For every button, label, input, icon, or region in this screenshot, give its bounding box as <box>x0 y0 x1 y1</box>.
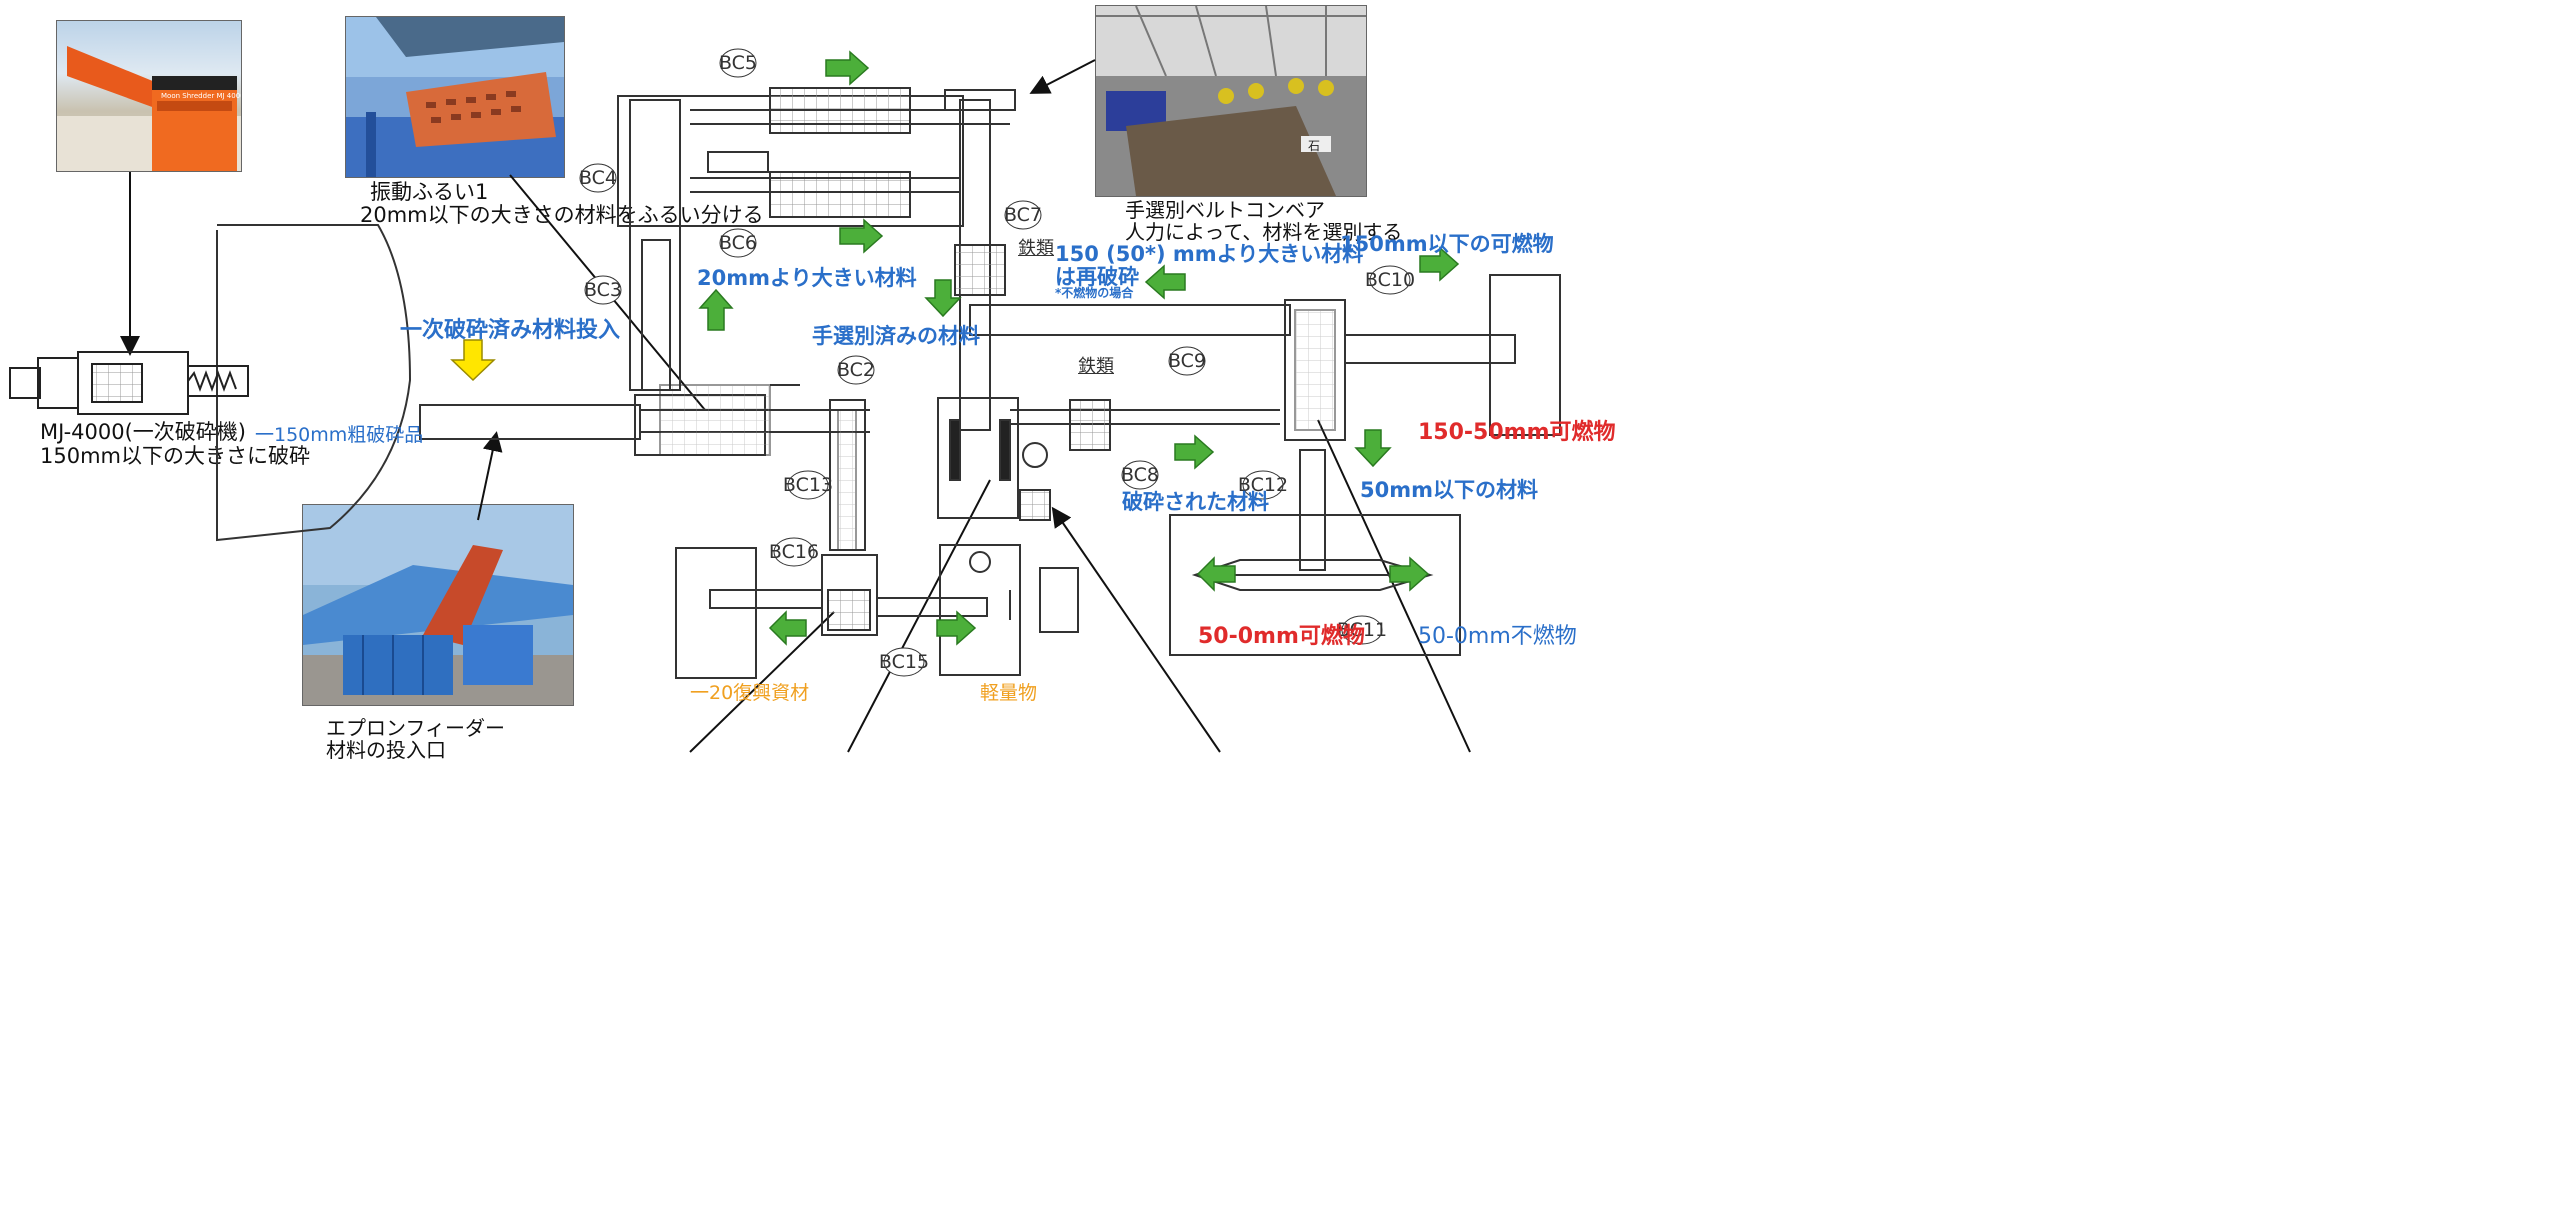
green-arrow-right-icon <box>1174 434 1215 470</box>
bc2-label: BC2 <box>837 359 875 381</box>
bc5-tag <box>719 48 757 78</box>
bc16-label: BC16 <box>769 541 819 563</box>
sorting-sign-text: 石 <box>1308 139 1320 153</box>
output-lightweight: 軽量物 <box>980 682 1038 704</box>
bc2-tag <box>837 355 875 385</box>
feeder-caption-title: エプロンフィーダー <box>326 716 505 740</box>
sorting-caption-desc: 人力によって、材料を選別する <box>1125 220 1403 244</box>
green-arrow-left-icon <box>1196 556 1236 592</box>
primary-crusher-drawing <box>9 351 249 415</box>
hand-sorted-label: 手選別済みの材料 <box>812 324 980 348</box>
bc5-label: BC5 <box>719 52 757 74</box>
crushed-material-label: 破砕された材料 <box>1122 490 1269 514</box>
under-50mm-label: 50mm以下の材料 <box>1360 478 1538 502</box>
leader-bottom-3 <box>1051 506 1221 753</box>
green-arrow-left-icon <box>768 610 807 646</box>
green-arrow-up-icon <box>698 288 734 331</box>
output-recycled-material: 一20復興資材 <box>690 682 810 704</box>
leader-sorting <box>1029 59 1096 94</box>
crusher-caption-desc: 150mm以下の大きさに破砕 <box>40 444 310 468</box>
bc11-label: BC11 <box>1337 619 1387 641</box>
leader-feeder <box>477 431 503 521</box>
bc12-label: BC12 <box>1238 474 1288 496</box>
green-arrow-right-icon <box>825 50 870 86</box>
photo-primary-shredder: Moon Shredder MJ 4000 S <box>56 20 242 172</box>
bc8-label: BC8 <box>1121 464 1159 486</box>
over-20mm-label: 20mmより大きい材料 <box>697 266 917 290</box>
feeder-illustration <box>303 505 573 705</box>
green-arrow-left-icon <box>1144 264 1186 300</box>
green-arrow-right-icon <box>1419 246 1460 282</box>
leader-bottom-1 <box>689 611 835 753</box>
bc3-label: BC3 <box>584 279 622 301</box>
crusher-caption-title: MJ-4000(一次破砕機) <box>40 420 246 444</box>
bc16-tag <box>773 537 815 567</box>
shredder-brand-text: Moon Shredder MJ 4000 S <box>161 92 241 100</box>
green-arrow-right-icon <box>936 610 977 646</box>
output-50-0-combustible: 50-0mm可燃物 <box>1198 624 1365 649</box>
sorting-caption-title: 手選別ベルトコンベア <box>1125 198 1325 222</box>
noncombustible-note: *不燃物の場合 <box>1055 286 1134 300</box>
under-150mm-combustible-label: 150mm以下の可燃物 <box>1340 232 1554 256</box>
coarse-product-label: 一150mm粗破砕品 <box>255 424 424 446</box>
photo-hand-sorting: 石 <box>1095 5 1367 197</box>
bc13-label: BC13 <box>783 474 833 496</box>
bc15-label: BC15 <box>879 651 929 673</box>
output-150-50-combustible: 150-50mm可燃物 <box>1418 420 1616 445</box>
bc6-label: BC6 <box>719 232 757 254</box>
green-arrow-down-icon <box>924 279 962 318</box>
bc13-tag <box>787 470 829 500</box>
primary-input-label: 一次破砕済み材料投入 <box>400 318 621 343</box>
bc4-tag <box>579 163 617 193</box>
bc11-tag <box>1341 615 1383 645</box>
bc10-tag <box>1369 265 1411 295</box>
yellow-arrow-down-icon <box>450 339 496 382</box>
conveyor-tags <box>579 48 1411 677</box>
iron-label-upper: 鉄類 <box>1018 238 1054 259</box>
screen-caption-title: 振動ふるい1 <box>370 180 489 204</box>
photo-apron-feeder <box>302 504 574 706</box>
bc9-label: BC9 <box>1168 350 1206 372</box>
recrush-label: は再破砕 <box>1055 265 1139 289</box>
bc6-tag <box>719 228 757 258</box>
green-arrow-down-icon <box>1354 429 1392 468</box>
green-arrow-right-icon <box>1389 556 1430 592</box>
bc7-label: BC7 <box>1004 204 1042 226</box>
screen-caption-desc: 20mm以下の大きさの材料をふるい分ける <box>360 203 764 227</box>
hopper-outline <box>216 224 412 542</box>
bc8-tag <box>1121 460 1159 490</box>
bc15-tag <box>883 647 925 677</box>
over-150mm-label: 150 (50*) mmより大きい材料 <box>1055 242 1364 266</box>
bc12-tag <box>1242 470 1284 500</box>
bc4-label: BC4 <box>579 167 617 189</box>
feeder-caption-desc: 材料の投入口 <box>326 738 446 762</box>
bc7-tag <box>1004 200 1042 230</box>
conveyor-lines <box>419 87 1561 679</box>
bc9-tag <box>1168 346 1206 376</box>
bc3-tag <box>584 275 622 305</box>
shredder-illustration: Moon Shredder MJ 4000 S <box>57 46 241 171</box>
photo-vibrating-screen <box>345 16 565 178</box>
output-50-0-noncombustible: 50-0mm不燃物 <box>1418 624 1577 649</box>
screen-illustration <box>346 17 564 177</box>
green-arrow-right-icon <box>839 218 884 254</box>
bc10-label: BC10 <box>1365 269 1415 291</box>
iron-label-lower: 鉄類 <box>1078 356 1114 377</box>
sorting-illustration: 石 <box>1096 6 1366 196</box>
